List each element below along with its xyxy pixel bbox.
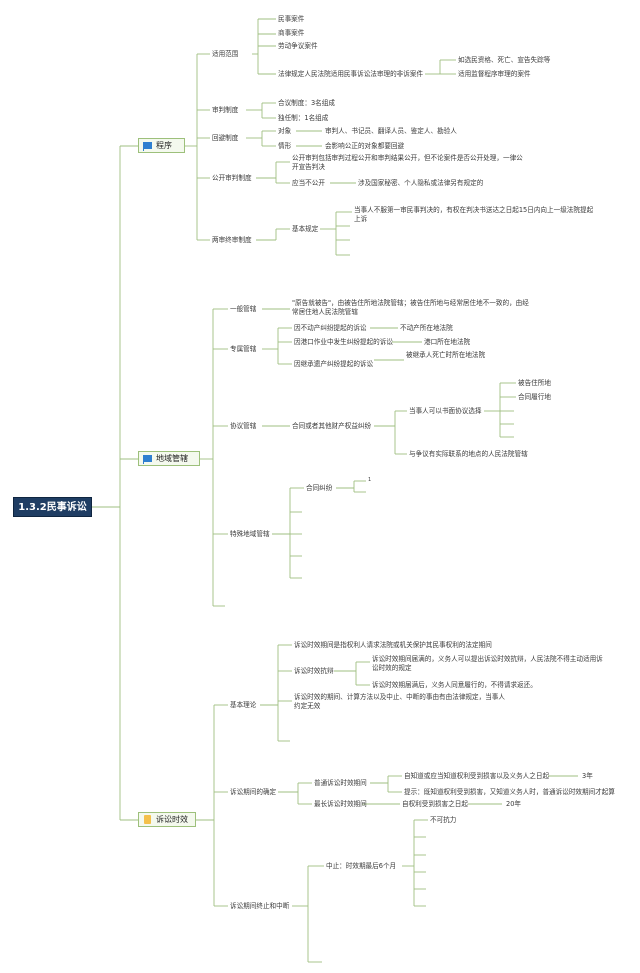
flag-icon [143, 142, 152, 151]
node-max: 最长诉讼时效期间 [314, 800, 367, 808]
node-agreement-dispute: 合同或者其他财产权益纠纷 [292, 422, 372, 430]
node-exclusive-case: 因不动产纠纷提起的诉讼 [294, 324, 367, 332]
node-exclusive-case: 因继承遗产纠纷提起的诉讼 [294, 360, 374, 368]
node-special: 特殊地域管辖 [230, 530, 270, 538]
branch-label: 程序 [156, 141, 172, 150]
node-max-years: 20年 [506, 800, 521, 808]
branch-jurisdiction: 地域管辖 [138, 451, 200, 466]
node-recusal-case-value: 会影响公正的对象都要回避 [325, 142, 405, 150]
node-trial: 审判制度 [212, 106, 239, 114]
node-final: 两审终审制度 [212, 236, 252, 244]
node-theory-rule: 诉讼时效的期间、计算方法以及中止、中断的事由有由法律规定，当事人约定无效 [294, 693, 505, 710]
node-theory-def: 诉讼时效期间是指权利人请求法院或机关保护其民事权利的法定期间 [294, 641, 492, 649]
branch-label: 诉讼时效 [156, 815, 188, 824]
note-icon [144, 815, 151, 824]
node-suspend-force: 不可抗力 [430, 816, 457, 824]
node-theory: 基本理论 [230, 701, 257, 709]
node-recusal-case: 情形 [278, 142, 292, 150]
node-final-basic: 基本规定 [292, 225, 319, 233]
node-public: 公开审判制度 [212, 174, 252, 182]
node-special-contract: 合同纠纷 [306, 484, 333, 492]
node-scope-item: 法律规定人民法院适用民事诉讼法审理的非诉案件 [278, 70, 424, 78]
node-general-value: "原告就被告"，由被告住所地法院管辖；被告住所地与经常居住地不一致的，由经常居住… [292, 299, 529, 316]
node-determine: 诉讼期间的确定 [230, 788, 277, 796]
node-normal: 普通诉讼时效期间 [314, 779, 367, 787]
node-theory-defense: 诉讼时效抗辩 [294, 667, 334, 675]
node-exclusive-court: 港口所在地法院 [424, 338, 471, 346]
branch-limitation: 诉讼时效 [138, 812, 196, 827]
node-recusal-object: 对象 [278, 127, 292, 135]
node-general: 一般管辖 [230, 305, 257, 313]
node-exclusive: 专属管辖 [230, 345, 257, 353]
node-exclusive-court: 被继承人死亡时所在地法院 [406, 351, 486, 359]
node-normal-start: 自知道或应当知道权利受到损害以及义务人之日起 [404, 772, 550, 780]
node-nonlit-item: 适用监督程序审理的案件 [458, 70, 531, 78]
node-agreement-opt1: 当事人可以书面协议选择 [409, 407, 482, 415]
node-public-item: 公开审判包括审判过程公开和审判结果公开，但不论案件是否公开处理，一律公开宣告判决 [292, 154, 523, 171]
node-agreement: 协议管辖 [230, 422, 257, 430]
node-normal-years: 3年 [582, 772, 593, 780]
node-suspend-pause: 中止：时效期最后6个月 [326, 862, 397, 870]
node-public-private: 应当不公开 [292, 179, 325, 187]
node-nonlit-item: 如选民资格、死亡、宣告失踪等 [458, 56, 551, 64]
node-trial-item: 独任制：1名组成 [278, 114, 329, 122]
root-topic: 1.3.2民事诉讼 [13, 497, 92, 517]
node-public-private-value: 涉及国家秘密、个人隐私或法律另有规定的 [358, 179, 484, 187]
branch-procedure: 程序 [138, 138, 185, 153]
node-scope-item: 商事案件 [278, 29, 305, 37]
node-scope-item: 民事案件 [278, 15, 305, 23]
node-recusal-object-value: 审判人、书记员、翻译人员、鉴定人、勘验人 [325, 127, 457, 135]
node-theory-defense1: 诉讼时效期间届满的，义务人可以提出诉讼时效抗辩，人民法院不得主动适用诉讼时效的规… [372, 655, 603, 672]
node-recusal: 回避制度 [212, 134, 239, 142]
node-final-basic-value: 当事人不服第一审民事判决的，有权在判决书送达之日起15日内向上一级法院提起上诉 [354, 206, 594, 223]
node-exclusive-case: 因港口作业中发生纠纷提起的诉讼 [294, 338, 393, 346]
flag-icon [143, 455, 152, 464]
node-scope: 适用范围 [212, 50, 239, 58]
node-trial-item: 合议制度：3名组成 [278, 99, 335, 107]
node-theory-defense2: 诉讼时效期届满后，义务人同意履行的，不得请求返还。 [372, 681, 537, 689]
node-exclusive-court: 不动产所在地法院 [400, 324, 453, 332]
node-agreement-choice: 合同履行地 [518, 393, 551, 401]
branch-label: 地域管辖 [156, 454, 188, 463]
node-normal-tip: 提示：既知道权利受到损害，又知道义务人时，普通诉讼时效期间才起算 [404, 788, 615, 796]
node-scope-item: 劳动争议案件 [278, 42, 318, 50]
node-special-mark: 1 [368, 477, 372, 483]
node-max-start: 自权利受到损害之日起 [402, 800, 468, 808]
node-agreement-choice: 被告住所地 [518, 379, 551, 387]
node-suspend: 诉讼期间终止和中断 [230, 902, 290, 910]
node-agreement-opt2: 与争议有实际联系的地点的人民法院管辖 [409, 450, 528, 458]
